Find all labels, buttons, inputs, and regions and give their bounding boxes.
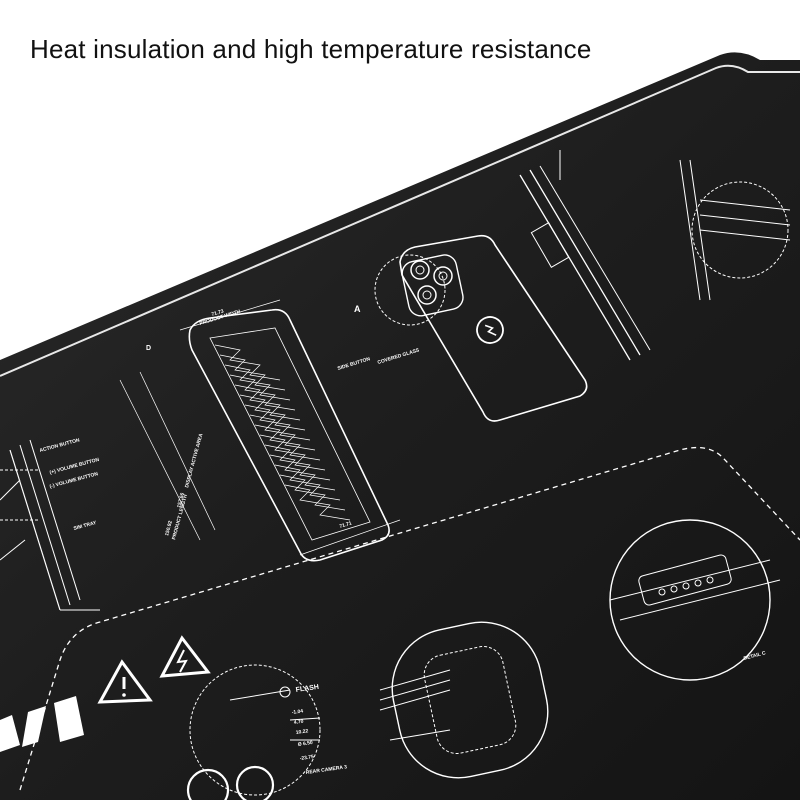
label-detail-c: DETAIL C	[743, 650, 767, 662]
headline: Heat insulation and high temperature res…	[30, 34, 592, 64]
label-rear-camera: REAR CAMERA 3	[305, 764, 347, 776]
label-dim-width: 71.73	[211, 308, 225, 317]
detail-c-diagram	[609, 519, 781, 681]
camera-detail-diagram	[186, 664, 321, 800]
label-dim-glass: 71.71	[339, 520, 353, 529]
label-dim-470: 4.70	[293, 719, 304, 726]
brand-logo-icon	[0, 696, 84, 752]
lightning-triangle-icon	[159, 635, 211, 678]
warning-triangle-icon	[97, 659, 153, 704]
side-view-diagram-right	[519, 150, 791, 361]
label-dim-length: 150.92	[164, 520, 174, 537]
label-dim-camera: Ø 6.50	[297, 740, 313, 748]
desk-mat	[0, 52, 800, 800]
label-marker-a: A	[354, 304, 361, 314]
label-dim-small: -1.04	[291, 708, 303, 716]
charging-port-diagram	[379, 621, 549, 779]
phone-front-diagram	[119, 299, 401, 562]
label-dim-rear: -23.75	[299, 754, 314, 762]
label-flash: FLASH	[295, 684, 319, 694]
phone-back-diagram	[374, 234, 588, 422]
label-dim-1022: 10.22	[295, 728, 308, 736]
side-view-diagram-left	[0, 439, 100, 611]
label-dim-display: 157.66	[176, 492, 186, 509]
wireless-charging-icon	[476, 316, 504, 344]
mat-border	[0, 64, 800, 377]
dashed-outline	[19, 446, 800, 791]
label-marker-d: D	[146, 345, 151, 352]
